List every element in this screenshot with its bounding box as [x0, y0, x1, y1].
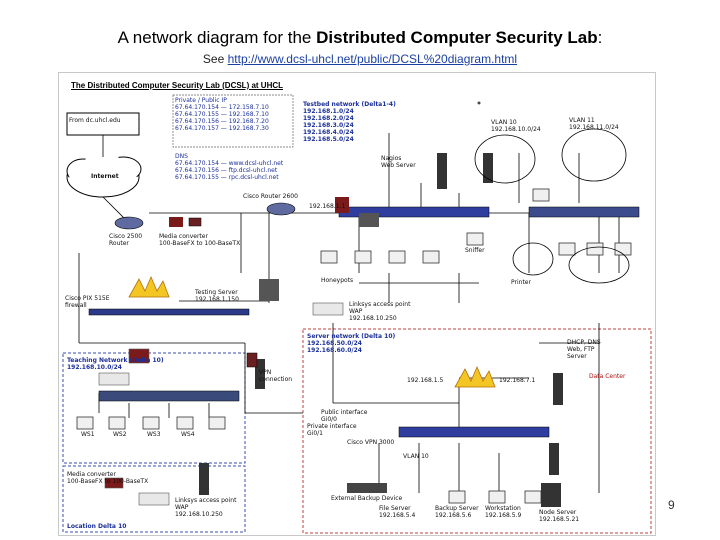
label-cisco-vpn: Cisco VPN 3000 — [347, 439, 395, 446]
label-printer: Printer — [511, 279, 531, 286]
label-external-backup: External Backup Device — [331, 495, 403, 502]
workstation-icons — [76, 188, 632, 504]
page-number: 9 — [668, 498, 675, 512]
server-network-box — [302, 328, 652, 534]
title-bold-text: Distributed Computer Security Lab — [316, 28, 598, 47]
vlan-circles — [474, 101, 630, 284]
diagram-title: The Distributed Computer Security Lab (D… — [71, 81, 284, 90]
label-nagios: Nagios Web Server — [381, 155, 416, 169]
title-suffix: : — [597, 28, 603, 47]
switch-main — [88, 206, 640, 438]
label-sniffer: Sniffer — [465, 247, 485, 254]
router-icons — [114, 202, 296, 230]
network-diagram: The Distributed Computer Security Lab (D… — [58, 72, 656, 536]
label-from-dc: From dc.uhcl.edu — [69, 117, 121, 124]
label-testing-server: Testing Server 192.168.1.150 — [195, 289, 239, 303]
internet-cloud — [66, 153, 142, 198]
label-vlan-lower: VLAN 10 — [403, 453, 429, 460]
label-cisco-pix: Cisco PIX 515E firewall — [65, 295, 110, 309]
label-ip-table: Private / Public IP 67.64.170.154 — 172.… — [175, 97, 269, 132]
label-testbed: Testbed network (Delta1-4) 192.168.1.0/2… — [303, 101, 396, 143]
label-dns: DNS 67.64.170.154 — www.dcsl-uhcl.net 67… — [175, 153, 284, 181]
label-access-point: Linksys access point WAP 192.168.10.250 — [349, 301, 411, 322]
label-teaching-net: Teaching Network (Delta 10) 192.168.10.0… — [67, 357, 164, 371]
label-ws1: WS1 — [81, 431, 95, 438]
slide-subtitle: See http://www.dcsl-uhcl.net/public/DCSL… — [0, 52, 720, 66]
label-private-iface: Private interface Gi0/1 — [307, 423, 357, 437]
diagram-canvas — [62, 94, 652, 534]
label-ip-pix-a: 192.168.1.5 — [407, 377, 444, 384]
label-router: Cisco 2500 Router — [109, 233, 143, 247]
slide-title: A network diagram for the Distributed Co… — [0, 28, 720, 48]
label-internet: Internet — [91, 173, 119, 180]
label-location: Location Delta 10 — [67, 523, 127, 530]
label-ws2: WS2 — [113, 431, 127, 438]
media-converter-icons — [188, 217, 258, 368]
label-honeypots: Honeypots — [321, 277, 354, 284]
label-ws3: WS3 — [147, 431, 161, 438]
label-vlans: VLAN 10 192.168.10.0/24 — [491, 119, 541, 133]
label-ip-pix-b: 192.168.7.1 — [499, 377, 536, 384]
label-dhcp: DHCP, DNS Web, FTP Server — [567, 339, 601, 360]
label-cisco-router: Cisco Router 2600 — [243, 193, 298, 200]
device-icons — [169, 153, 563, 507]
label-datacenter: Data Center — [589, 373, 626, 380]
label-vpn-conn: VPN connection — [259, 369, 293, 383]
label-workstation: Workstation 192.168.5.9 — [485, 505, 522, 519]
label-vlan11: VLAN 11 192.168.11.0/24 — [569, 117, 619, 131]
location-box — [62, 465, 246, 533]
label-public-iface: Public interface Gi0/0 — [321, 409, 368, 423]
label-media-converter: Media converter 100-BaseFX to 100-BaseTX — [159, 233, 241, 247]
label-node-server: Node Server 192.168.5.21 — [539, 509, 580, 523]
label-file-server: File Server 192.168.5.4 — [379, 505, 416, 519]
label-server-net: Server network (Delta 10) 192.168.50.0/2… — [307, 333, 396, 354]
label-backup-server: Backup Server 192.168.5.6 — [435, 505, 479, 519]
label-media-conv2: Media converter 100-BaseFX to 100-BaseTX — [67, 471, 149, 485]
firewall-icons — [128, 275, 496, 388]
label-ip-top: 192.168.1.1 — [309, 203, 346, 210]
subtitle-prefix: See — [202, 52, 228, 66]
title-text: A network diagram for the — [117, 28, 317, 47]
label-linksys2: Linksys access point WAP 192.168.10.250 — [175, 497, 237, 518]
diagram-link[interactable]: http://www.dcsl-uhcl.net/public/DCSL%20d… — [227, 52, 518, 66]
access-point-icons — [98, 302, 344, 506]
ip-table-box — [172, 94, 294, 148]
label-ws4: WS4 — [181, 431, 195, 438]
